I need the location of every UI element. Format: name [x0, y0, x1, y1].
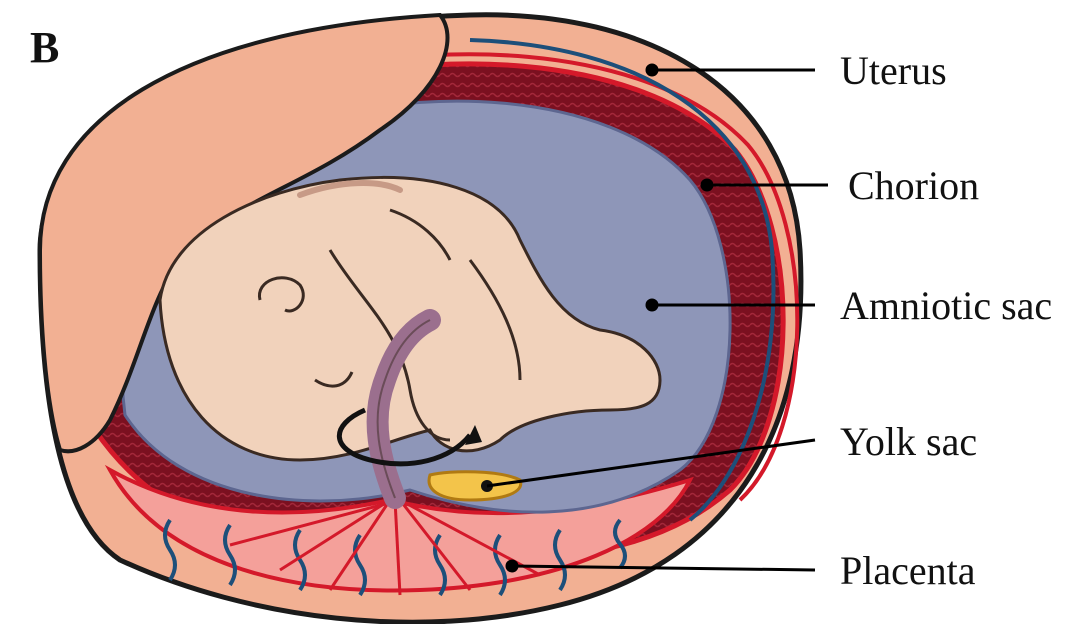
label-uterus: Uterus	[840, 48, 947, 93]
label-placenta: Placenta	[840, 548, 976, 593]
panel-label: B	[30, 23, 59, 72]
yolk-sac	[429, 472, 521, 500]
label-yolk-sac: Yolk sac	[840, 419, 977, 464]
label-amniotic-sac: Amniotic sac	[840, 283, 1052, 328]
label-chorion: Chorion	[848, 163, 979, 208]
